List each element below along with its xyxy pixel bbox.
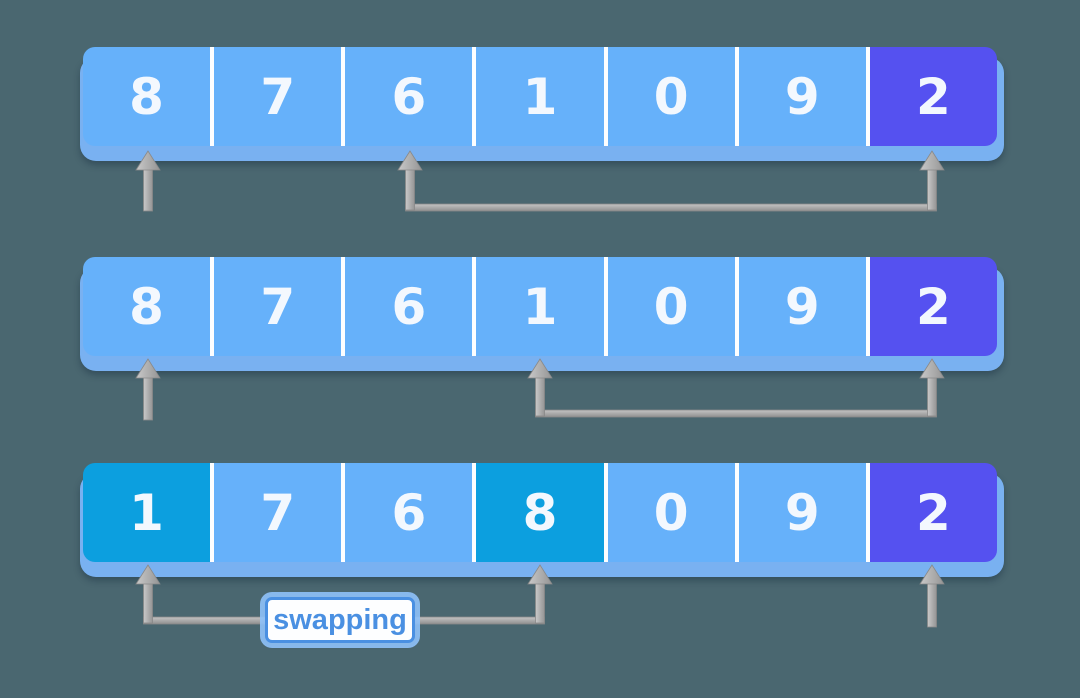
array-cell: 0 [603, 47, 735, 146]
array-cell: 6 [341, 47, 473, 146]
array-cell: 1 [472, 257, 604, 356]
array-cell: 8 [83, 257, 211, 356]
array-cell: 0 [603, 257, 735, 356]
array-step-2: 8 7 6 1 0 9 2 [80, 257, 1004, 371]
array-cell: 2 [865, 257, 997, 356]
array-step-1: 8 7 6 1 0 9 2 [80, 47, 1004, 161]
array-cell: 7 [210, 257, 342, 356]
array-cell: 9 [734, 463, 866, 562]
swapping-label: swapping [265, 597, 415, 643]
array-cell: 6 [341, 463, 473, 562]
array-cell: 8 [472, 463, 604, 562]
array-cells: 1 7 6 8 0 9 2 [83, 463, 997, 562]
array-cells: 8 7 6 1 0 9 2 [83, 47, 997, 146]
array-cell: 2 [865, 47, 997, 146]
array-cell: 7 [210, 463, 342, 562]
array-cell: 6 [341, 257, 473, 356]
array-cell: 1 [472, 47, 604, 146]
array-cell: 2 [865, 463, 997, 562]
array-cell: 7 [210, 47, 342, 146]
array-cell: 9 [734, 257, 866, 356]
array-step-3: 1 7 6 8 0 9 2 [80, 463, 1004, 577]
array-cell: 1 [83, 463, 211, 562]
array-cell: 8 [83, 47, 211, 146]
array-cells: 8 7 6 1 0 9 2 [83, 257, 997, 356]
array-cell: 9 [734, 47, 866, 146]
array-cell: 0 [603, 463, 735, 562]
